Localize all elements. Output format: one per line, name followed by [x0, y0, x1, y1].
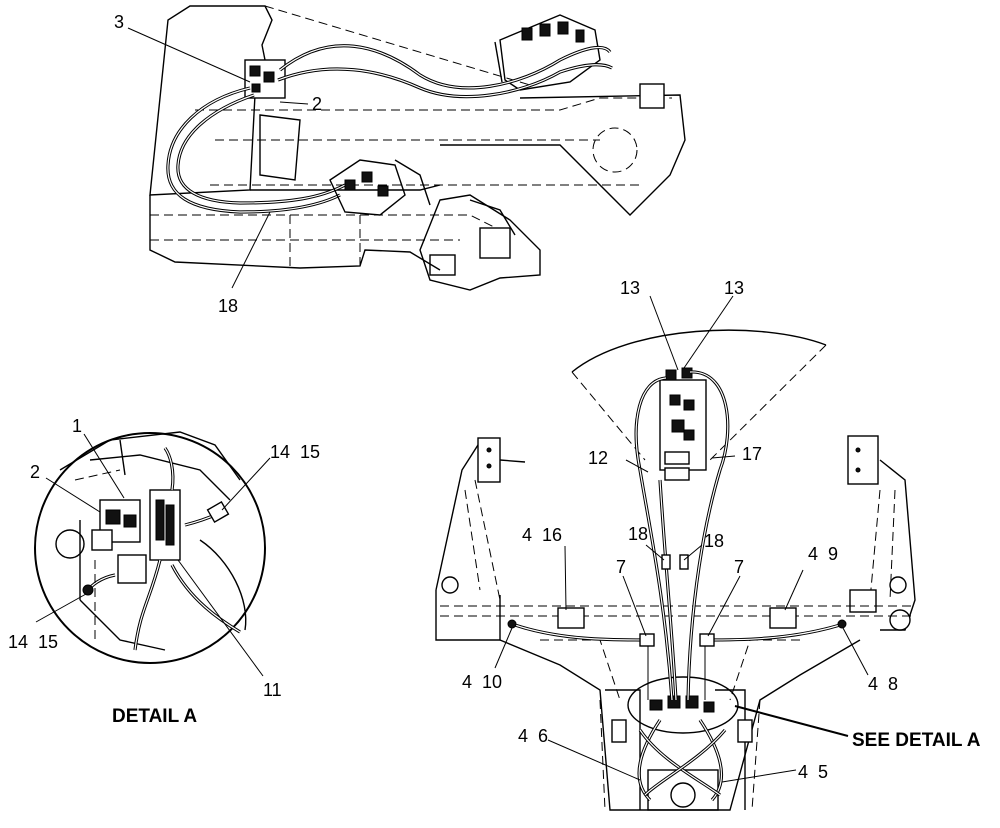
callout-4-9: 4 9 — [808, 544, 838, 564]
callout-2: 2 — [312, 94, 322, 114]
rear-view: 13 13 12 17 4 16 18 18 4 9 7 7 4 10 4 8 … — [435, 278, 981, 811]
callout-18-right: 18 — [704, 531, 724, 551]
callout-1: 1 — [72, 416, 82, 436]
callout-3: 3 — [114, 12, 124, 32]
callout-4-16: 4 16 — [522, 525, 562, 545]
callout-4-5: 4 5 — [798, 762, 828, 782]
callout-14-15: 14 15 — [270, 442, 320, 462]
callout-18-left: 18 — [628, 524, 648, 544]
callout-4-6: 4 6 — [518, 726, 548, 746]
callout-14-15: 14 15 — [8, 632, 58, 652]
callout-12: 12 — [588, 448, 608, 468]
see-detail-a-reference: SEE DETAIL A — [852, 730, 981, 751]
callout-4-8: 4 8 — [868, 674, 898, 694]
callout-7-right: 7 — [734, 557, 744, 577]
callout-4-10: 4 10 — [462, 672, 502, 692]
callout-7-left: 7 — [616, 557, 626, 577]
callout-13-right: 13 — [724, 278, 744, 298]
callout-13-left: 13 — [620, 278, 640, 298]
detail-a-view: 1 2 14 15 14 15 11 DETAIL A — [8, 416, 320, 727]
callout-2: 2 — [30, 462, 40, 482]
side-view: 3 2 18 — [114, 5, 686, 316]
callout-17: 17 — [742, 444, 762, 464]
detail-a-caption: DETAIL A — [112, 706, 197, 727]
callout-18: 18 — [218, 296, 238, 316]
callout-11: 11 — [263, 680, 282, 700]
